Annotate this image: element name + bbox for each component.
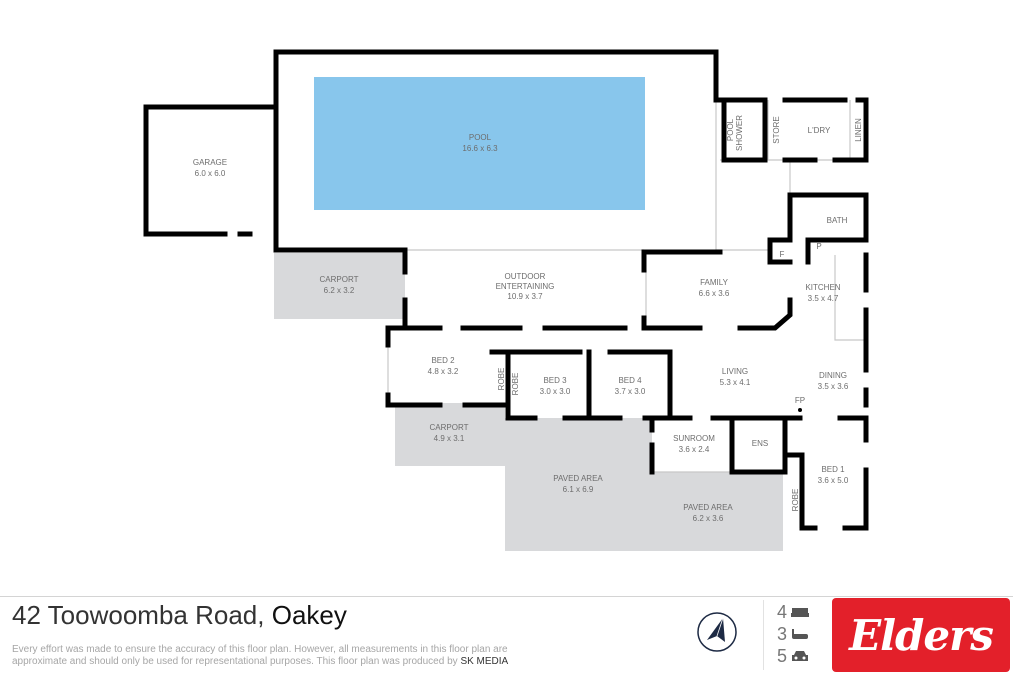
bed3-label: BED 3 bbox=[543, 376, 567, 385]
bed3-dims: 3.0 x 3.0 bbox=[540, 387, 571, 396]
pool-shower-label-2: SHOWER bbox=[735, 115, 744, 151]
outdoor-label-1: OUTDOOR bbox=[505, 272, 546, 281]
bedrooms-count: 4 bbox=[777, 602, 788, 622]
elders-logo: Elders bbox=[832, 598, 1010, 672]
bed1-dims: 3.6 x 5.0 bbox=[818, 476, 849, 485]
address-street: 42 Toowoomba Road, bbox=[12, 600, 265, 630]
disclaimer-text: Every effort was made to ensure the accu… bbox=[12, 644, 508, 667]
sunroom-label: SUNROOM bbox=[673, 434, 715, 443]
ensuite-label: ENS bbox=[752, 439, 768, 448]
paved1-label: PAVED AREA bbox=[553, 474, 603, 483]
paved1-dims: 6.1 x 6.9 bbox=[563, 485, 594, 494]
carport1-label: CARPORT bbox=[320, 275, 359, 284]
bathrooms-count: 3 bbox=[777, 624, 788, 644]
kitchen-label: KITCHEN bbox=[805, 283, 840, 292]
bedrooms-stat: 4 bbox=[777, 602, 810, 623]
car-spaces-count: 5 bbox=[777, 646, 788, 666]
kitchen-dims: 3.5 x 4.7 bbox=[808, 294, 839, 303]
pool-area bbox=[314, 77, 645, 210]
outdoor-label-2: ENTERTAINING bbox=[496, 282, 555, 291]
paved2-area bbox=[652, 472, 783, 551]
store-label: STORE bbox=[772, 116, 781, 143]
footer-divider bbox=[0, 596, 1013, 597]
outdoor-dims: 10.9 x 3.7 bbox=[507, 292, 543, 301]
fireplace-icon bbox=[798, 408, 802, 412]
carport1-dims: 6.2 x 3.2 bbox=[324, 286, 355, 295]
garage-label: GARAGE bbox=[193, 158, 227, 167]
sunroom-dims: 3.6 x 2.4 bbox=[679, 445, 710, 454]
carport2-area bbox=[395, 403, 505, 466]
paved2-label: PAVED AREA bbox=[683, 503, 733, 512]
fireplace-label: FP bbox=[795, 396, 805, 405]
laundry-label: L'DRY bbox=[808, 126, 831, 135]
bed2-label: BED 2 bbox=[431, 356, 455, 365]
carport1-area bbox=[274, 253, 405, 319]
carport2-label: CARPORT bbox=[430, 423, 469, 432]
pool-label: POOL bbox=[469, 133, 492, 142]
bathrooms-stat: 3 bbox=[777, 624, 809, 645]
bed1-label: BED 1 bbox=[821, 465, 845, 474]
robe3-label: ROBE bbox=[511, 373, 520, 396]
dining-label: DINING bbox=[819, 371, 847, 380]
fridge-label: F bbox=[780, 250, 785, 259]
living-label: LIVING bbox=[722, 367, 748, 376]
family-label: FAMILY bbox=[700, 278, 729, 287]
brand-name: Elders bbox=[849, 610, 994, 660]
carport2-dims: 4.9 x 3.1 bbox=[434, 434, 465, 443]
north-compass-icon bbox=[697, 612, 737, 652]
pool-shower-label-1: POOL bbox=[726, 118, 735, 141]
pool-dims: 16.6 x 6.3 bbox=[462, 144, 498, 153]
living-dims: 5.3 x 4.1 bbox=[720, 378, 751, 387]
pantry-label: P bbox=[816, 242, 821, 251]
car-icon bbox=[792, 651, 809, 661]
paved2-dims: 6.2 x 3.6 bbox=[693, 514, 724, 523]
stats-divider bbox=[763, 600, 764, 670]
bath-label: BATH bbox=[827, 216, 848, 225]
bed-icon bbox=[791, 608, 810, 617]
bed4-label: BED 4 bbox=[618, 376, 642, 385]
linen-label: LINEN bbox=[854, 118, 863, 142]
bed2-dims: 4.8 x 3.2 bbox=[428, 367, 459, 376]
family-dims: 6.6 x 3.6 bbox=[699, 289, 730, 298]
robe1-label: ROBE bbox=[791, 489, 800, 512]
bath-icon bbox=[792, 629, 809, 639]
paved1-area bbox=[505, 418, 652, 551]
garage-dims: 6.0 x 6.0 bbox=[195, 169, 226, 178]
bed4-dims: 3.7 x 3.0 bbox=[615, 387, 646, 396]
walls bbox=[143, 49, 869, 531]
producer-name: SK MEDIA bbox=[460, 656, 509, 667]
dining-dims: 3.5 x 3.6 bbox=[818, 382, 849, 391]
car-spaces-stat: 5 bbox=[777, 646, 809, 667]
floor-plan: GARAGE 6.0 x 6.0 POOL 16.6 x 6.3 POOL SH… bbox=[143, 49, 869, 551]
disclaimer: Every effort was made to ensure the accu… bbox=[12, 644, 552, 668]
robe2-label: ROBE bbox=[497, 368, 506, 391]
address-suburb: Oakey bbox=[271, 600, 347, 630]
property-address: 42 Toowoomba Road, Oakey bbox=[12, 600, 347, 631]
